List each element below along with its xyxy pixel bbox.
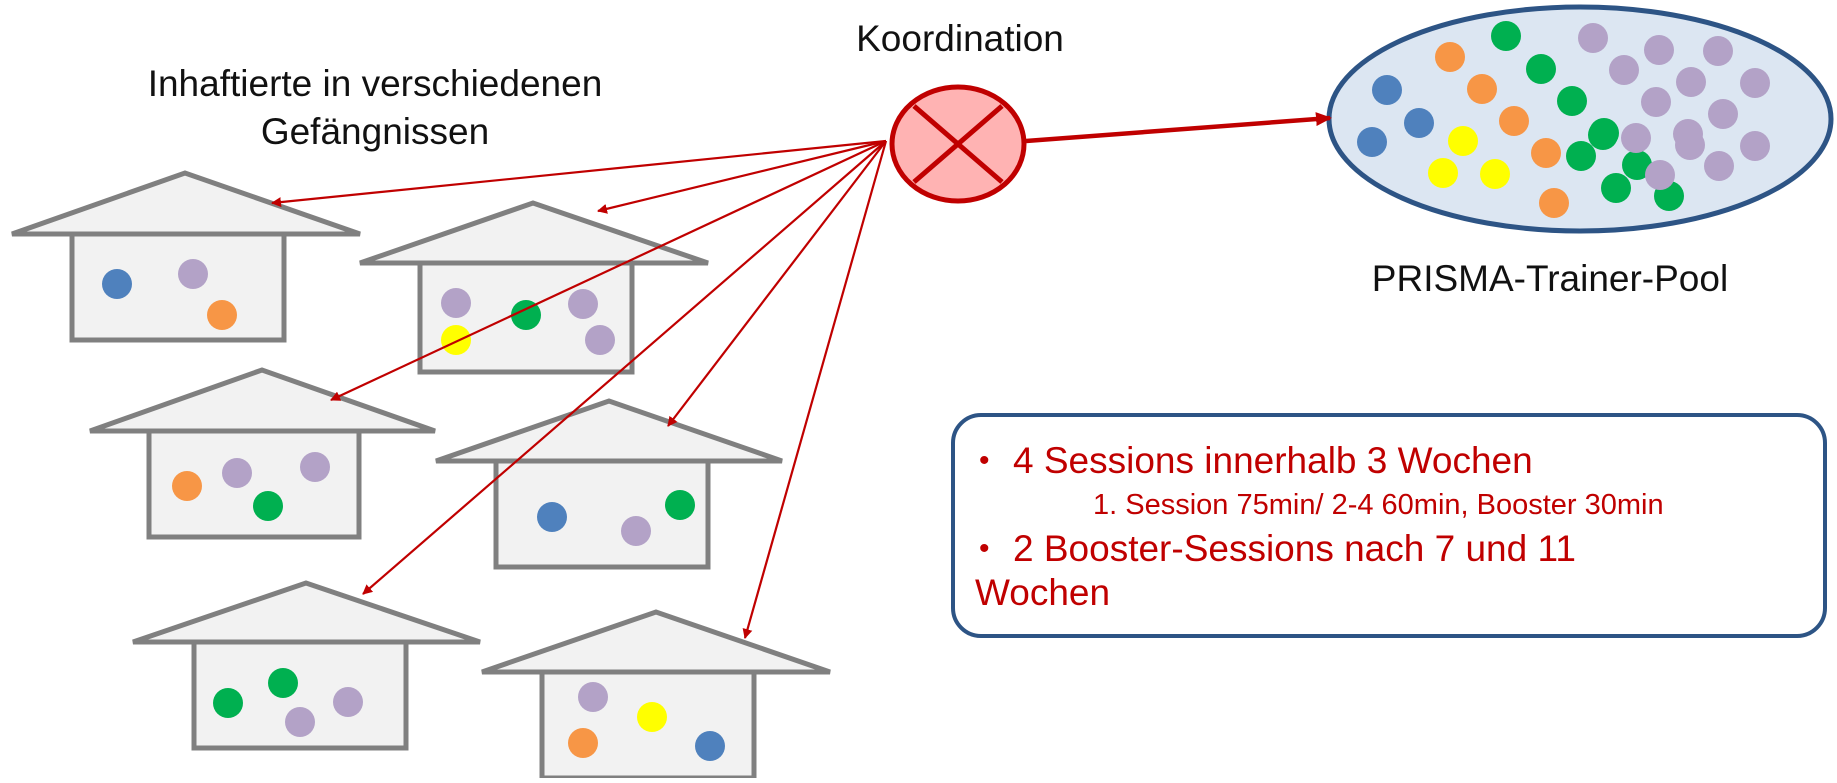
participant-dot-purple (285, 707, 315, 737)
trainer-dot-blue (1357, 127, 1387, 157)
participant-dot-blue (102, 269, 132, 299)
bullet-icon: • (979, 532, 990, 565)
house-icon-5 (132, 580, 481, 751)
bullet-icon: • (979, 444, 990, 477)
trainer-dot-yellow (1428, 158, 1458, 188)
trainer-dot-green (1491, 21, 1521, 51)
participant-dot-purple (300, 452, 330, 482)
inmates-label-line2: Gefängnissen (260, 111, 490, 152)
inmates-label-line1: Inhaftierte in verschiedenen (147, 63, 603, 104)
trainer-pool-group (1326, 4, 1834, 234)
trainer-dot-green (1622, 150, 1652, 180)
trainer-dot-purple (1708, 99, 1738, 129)
info-bullet-booster-line2: Wochen (975, 572, 1111, 613)
trainer-dot-green (1526, 54, 1556, 84)
info-bullet-booster: • 2 Booster-Sessions nach 7 und 11 (975, 527, 1803, 571)
participant-dot-green (268, 668, 298, 698)
trainer-dot-orange (1435, 42, 1465, 72)
trainer-dot-purple (1621, 123, 1651, 153)
trainer-dot-purple (1703, 36, 1733, 66)
arrow-to-prison-6 (742, 140, 888, 639)
trainer-dot-green (1557, 86, 1587, 116)
trainer-dot-orange (1467, 74, 1497, 104)
arrow-to-prison-5 (362, 140, 887, 595)
trainer-dot-purple (1609, 55, 1639, 85)
info-sub-durations: 1. Session 75min/ 2-4 60min, Booster 30m… (1093, 489, 1664, 521)
trainer-dot-yellow (1448, 126, 1478, 156)
trainer-dot-purple (1704, 151, 1734, 181)
arrow-to-prison-2 (597, 139, 887, 214)
info-bullet-sessions-text: 4 Sessions innerhalb 3 Wochen (1013, 440, 1533, 481)
house-roof (89, 367, 436, 434)
participant-dot-yellow (637, 702, 667, 732)
house-icon-3 (89, 367, 436, 540)
prisons-group (11, 170, 831, 781)
trainer-dot-purple (1578, 23, 1608, 53)
coordination-label: Koordination (856, 18, 1064, 59)
participant-dot-green (511, 300, 541, 330)
trainer-dot-purple (1740, 131, 1770, 161)
trainer-dot-green (1588, 120, 1618, 150)
trainer-dot-green (1601, 173, 1631, 203)
participant-dot-green (253, 491, 283, 521)
arrow-to-trainer-pool (1025, 112, 1332, 144)
participant-dot-green (213, 688, 243, 718)
participant-dot-green (665, 490, 695, 520)
participant-dot-blue (537, 502, 567, 532)
participant-dot-orange (172, 471, 202, 501)
participant-dot-yellow (441, 325, 471, 355)
house-roof (481, 609, 831, 675)
participant-dot-blue (695, 731, 725, 761)
participant-dot-purple (585, 325, 615, 355)
info-bullet-sessions: • 4 Sessions innerhalb 3 Wochen (975, 439, 1803, 483)
info-bullet-booster-cont: Wochen (975, 571, 1803, 615)
trainer-dot-orange (1499, 106, 1529, 136)
house-icon-6 (481, 609, 831, 781)
participant-dot-purple (568, 289, 598, 319)
session-info-box: • 4 Sessions innerhalb 3 Wochen 1. Sessi… (951, 413, 1827, 638)
trainer-pool-label: PRISMA-Trainer-Pool (1371, 258, 1729, 299)
participant-dot-purple (178, 259, 208, 289)
house-icon-2 (359, 200, 709, 375)
house-icon-4 (435, 398, 783, 570)
trainer-dot-orange (1539, 188, 1569, 218)
participant-dot-purple (333, 687, 363, 717)
house-icon-1 (11, 170, 361, 343)
trainer-dot-purple (1676, 67, 1706, 97)
trainer-dot-purple (1644, 35, 1674, 65)
trainer-dot-purple (1645, 160, 1675, 190)
trainer-dot-yellow (1480, 159, 1510, 189)
participant-dot-purple (441, 288, 471, 318)
trainer-dot-green (1566, 141, 1596, 171)
trainer-dot-purple (1641, 87, 1671, 117)
distribution-arrows (271, 112, 1332, 639)
house-roof (435, 398, 783, 464)
inmates-label: Inhaftierte in verschiedenen Gefängnisse… (95, 60, 655, 156)
participant-dot-purple (578, 682, 608, 712)
participant-dot-purple (621, 516, 651, 546)
house-roof (11, 170, 361, 237)
trainer-dot-purple (1740, 68, 1770, 98)
trainer-dot-purple (1675, 130, 1705, 160)
participant-dot-purple (222, 458, 252, 488)
participant-dot-orange (568, 728, 598, 758)
info-bullet-booster-line1: 2 Booster-Sessions nach 7 und 11 (1013, 528, 1576, 569)
trainer-dot-blue (1372, 75, 1402, 105)
trainer-dot-orange (1531, 138, 1561, 168)
cross-circle-icon (889, 84, 1027, 204)
arrow-to-prison-4 (667, 140, 887, 427)
participant-dot-orange (207, 300, 237, 330)
arrow-to-prison-3 (330, 140, 887, 401)
house-roof (359, 200, 709, 266)
trainer-dot-blue (1404, 108, 1434, 138)
house-roof (132, 580, 481, 645)
arrow-to-prison-1 (271, 139, 887, 208)
